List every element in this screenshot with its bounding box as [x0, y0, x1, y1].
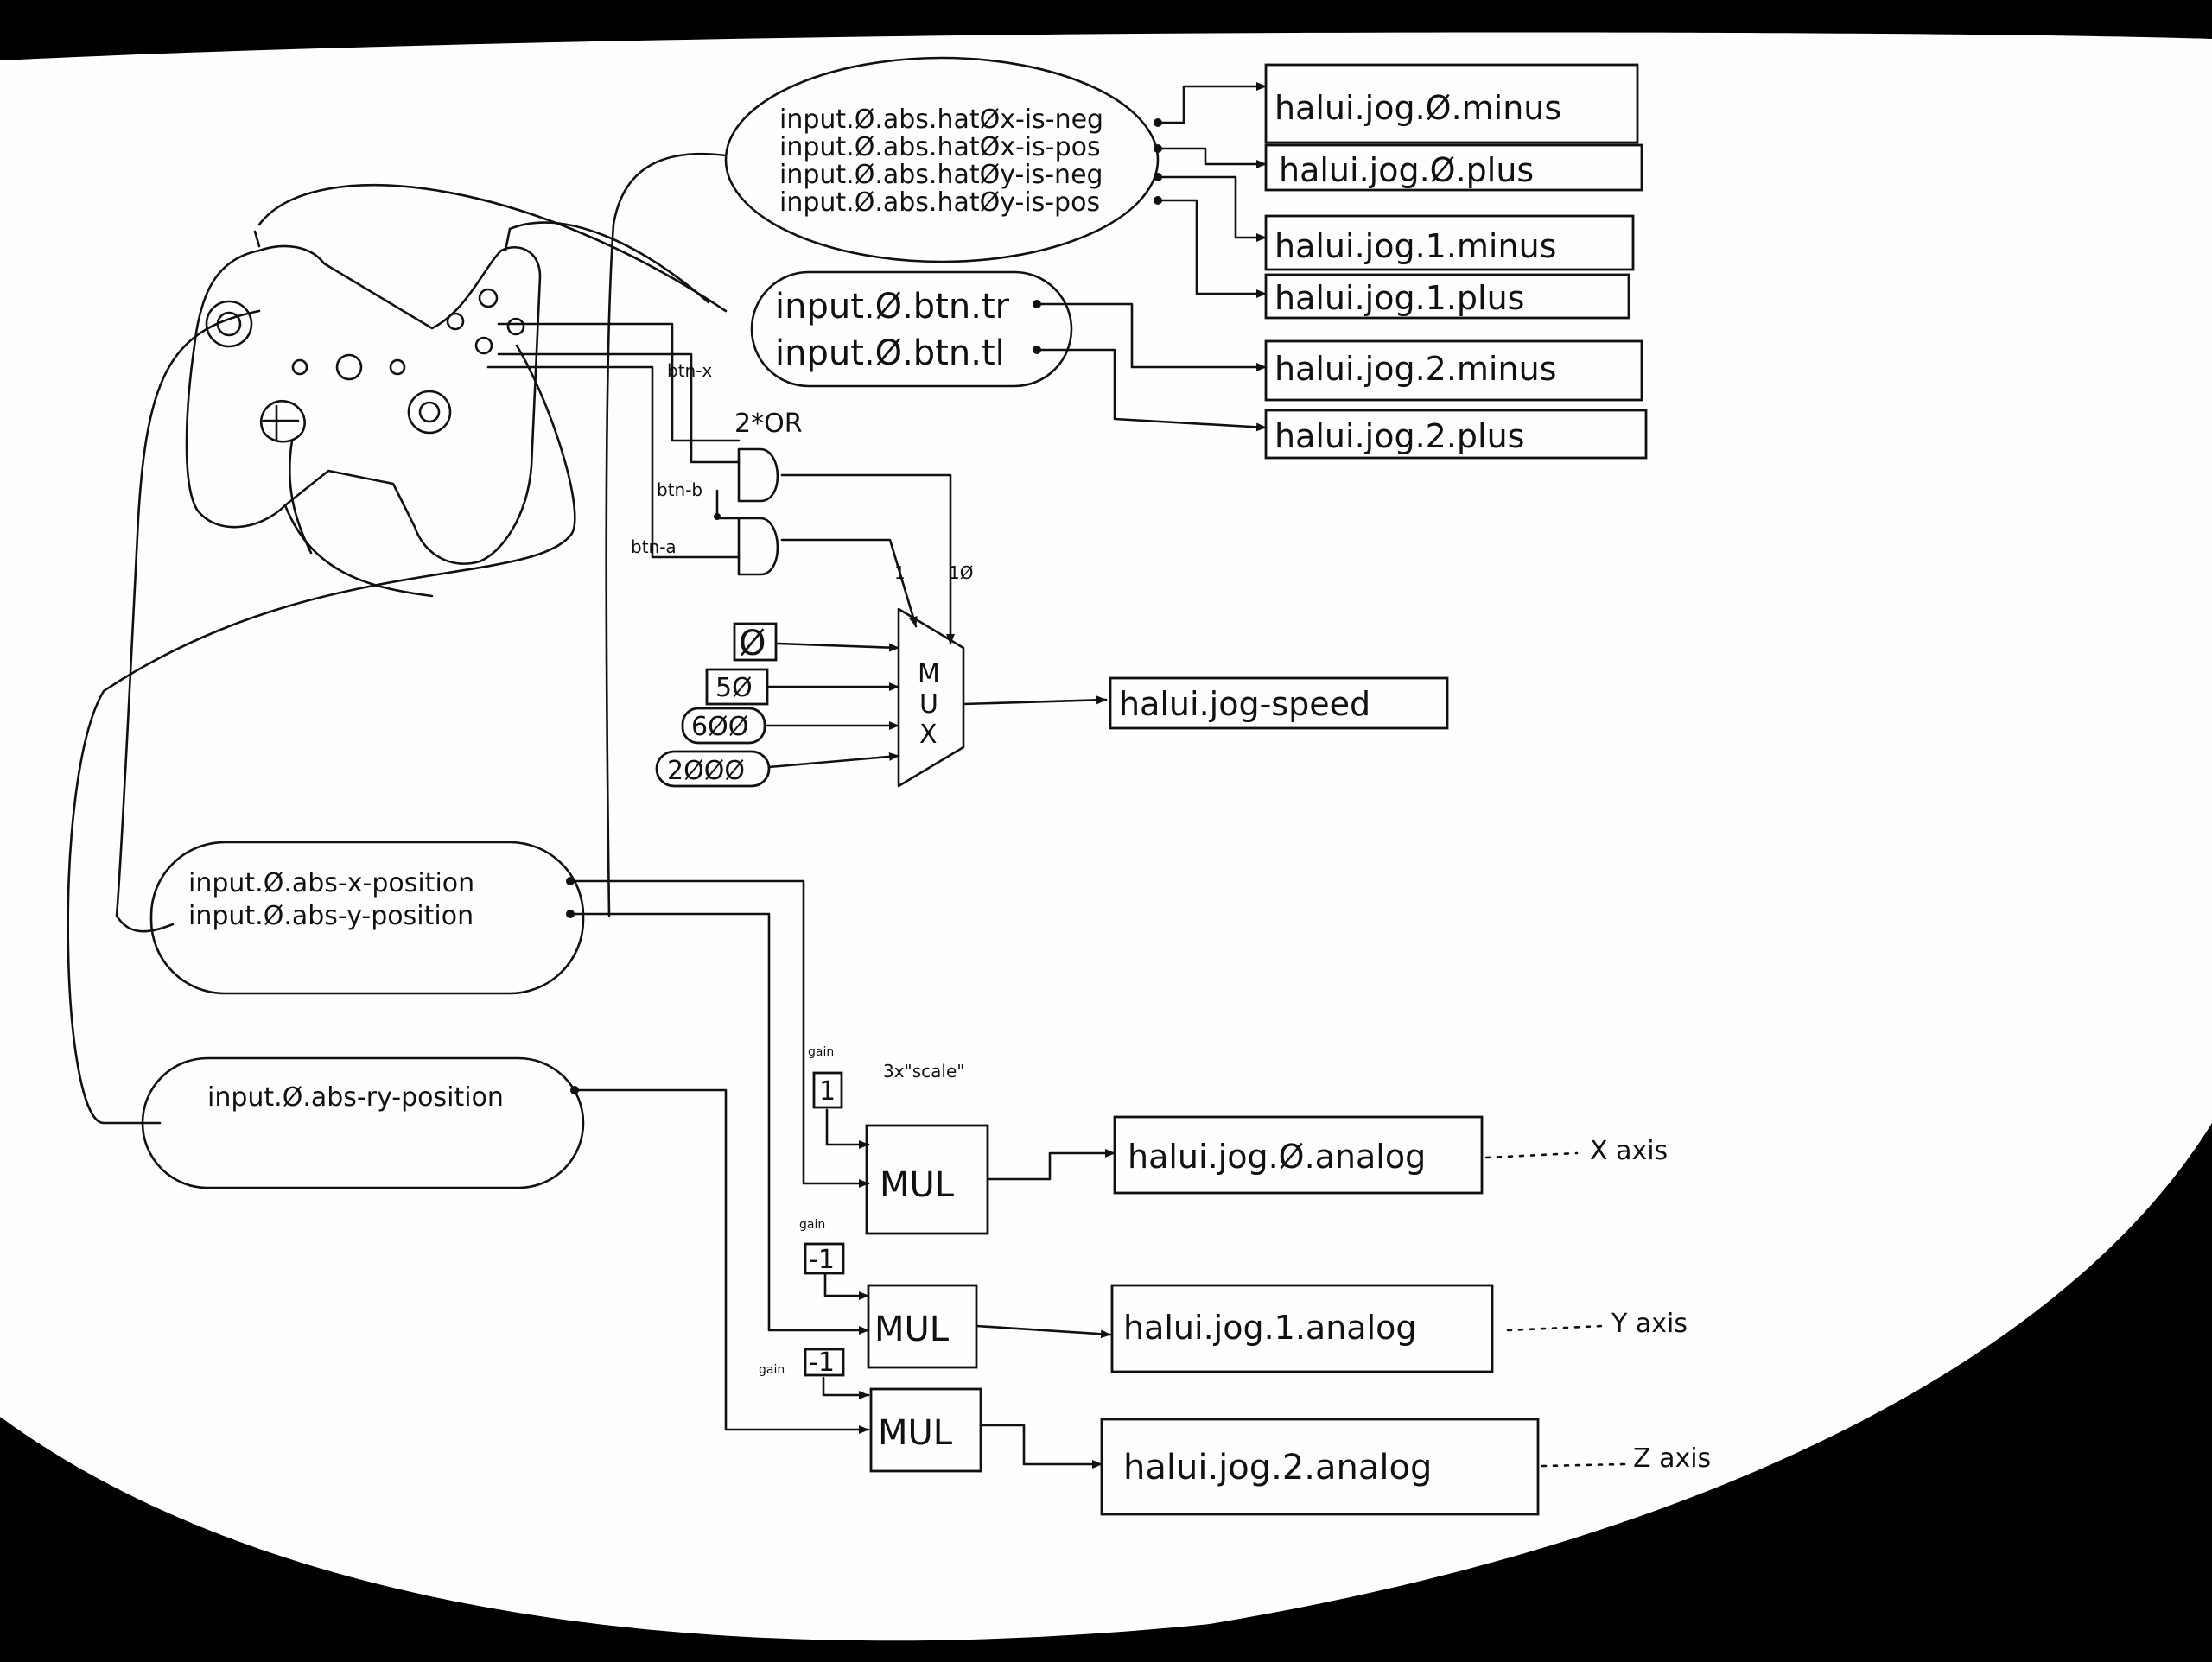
const-0: Ø	[739, 624, 766, 663]
out-jog-0-analog: halui.jog.Ø.analog	[1128, 1138, 1426, 1176]
gain-label-3: gain	[759, 1363, 785, 1377]
out-jog-speed: halui.jog-speed	[1119, 685, 1370, 723]
gain-value-3: -1	[809, 1348, 835, 1378]
mux-label-m: M	[918, 659, 940, 689]
note-z-axis: Z axis	[1633, 1443, 1711, 1474]
or-gates: btn-x btn-b btn-a 2*OR	[631, 360, 803, 576]
mux-label-x: X	[919, 720, 938, 750]
paper-sheet	[0, 32, 2212, 1641]
pin-hat-x-pos: input.Ø.abs.hatØx-is-pos	[779, 132, 1101, 162]
mul-stage: 3x"scale" gain 1 gain -1 gain -1 MUL MUL…	[759, 1045, 989, 1473]
stick-pins-block: input.Ø.abs-x-position input.Ø.abs-y-pos…	[149, 841, 585, 995]
out-jog-1-analog: halui.jog.1.analog	[1123, 1309, 1417, 1347]
pin-abs-x: input.Ø.abs-x-position	[188, 868, 474, 898]
pin-btn-tl: input.Ø.btn.tl	[775, 333, 1005, 373]
gain-label-1: gain	[808, 1045, 834, 1059]
label-btn-a: btn-a	[631, 536, 677, 557]
gain-label-2: gain	[799, 1218, 825, 1232]
out-jog-0-plus: halui.jog.Ø.plus	[1279, 151, 1534, 189]
mux-shape	[897, 607, 965, 788]
out-jog-1-minus: halui.jog.1.minus	[1274, 227, 1556, 265]
pin-hat-x-neg: input.Ø.abs.hatØx-is-neg	[779, 105, 1103, 135]
analog-outputs: halui.jog.Ø.analog halui.jog.1.analog ha…	[1100, 1115, 1711, 1516]
or-gate-2	[737, 517, 779, 576]
hat-pins-block: input.Ø.abs.hatØx-is-neg input.Ø.abs.hat…	[724, 56, 1162, 263]
mux-select-1: 1	[894, 562, 906, 583]
gamepad-illustration	[185, 227, 542, 565]
mux-block: 1 1Ø M U X Ø 5Ø 6ØØ 2ØØØ halui.jog-speed	[655, 562, 1449, 788]
pin-btn-tr: input.Ø.btn.tr	[775, 287, 1010, 327]
gain-value-1: 1	[819, 1076, 836, 1107]
or-label: 2*OR	[734, 409, 803, 439]
or-gate-1	[737, 447, 779, 503]
out-jog-1-plus: halui.jog.1.plus	[1274, 279, 1524, 317]
pin-abs-y: input.Ø.abs-y-position	[188, 901, 474, 931]
const-50: 5Ø	[715, 673, 753, 703]
pin-abs-ry: input.Ø.abs-ry-position	[207, 1082, 504, 1113]
out-jog-2-analog: halui.jog.2.analog	[1123, 1448, 1432, 1488]
note-x-axis: X axis	[1590, 1136, 1668, 1166]
const-600: 6ØØ	[691, 712, 748, 742]
wires	[67, 82, 1626, 1469]
mux-label-u: U	[919, 689, 938, 720]
out-jog-2-minus: halui.jog.2.minus	[1274, 350, 1556, 388]
pin-hat-y-neg: input.Ø.abs.hatØy-is-neg	[779, 160, 1103, 190]
mul-2: MUL	[874, 1310, 950, 1349]
label-btn-b: btn-b	[657, 479, 702, 500]
jog-direction-outputs: halui.jog.Ø.minus halui.jog.Ø.plus halui…	[1264, 63, 1648, 460]
mul-1: MUL	[880, 1165, 955, 1205]
out-jog-2-plus: halui.jog.2.plus	[1274, 417, 1524, 455]
label-btn-x: btn-x	[667, 360, 712, 381]
note-y-axis: Y axis	[1611, 1309, 1688, 1339]
gain-value-2: -1	[809, 1245, 835, 1275]
mul-3: MUL	[878, 1413, 953, 1453]
shoulder-pins-block: input.Ø.btn.tr input.Ø.btn.tl	[750, 270, 1073, 388]
pin-hat-y-pos: input.Ø.abs.hatØy-is-pos	[779, 187, 1100, 218]
scale-note: 3x"scale"	[883, 1061, 965, 1082]
const-2000: 2ØØØ	[667, 756, 745, 786]
out-jog-0-minus: halui.jog.Ø.minus	[1274, 89, 1561, 127]
mux-select-0: 1Ø	[949, 562, 973, 583]
ry-pin-block: input.Ø.abs-ry-position	[141, 1056, 585, 1189]
